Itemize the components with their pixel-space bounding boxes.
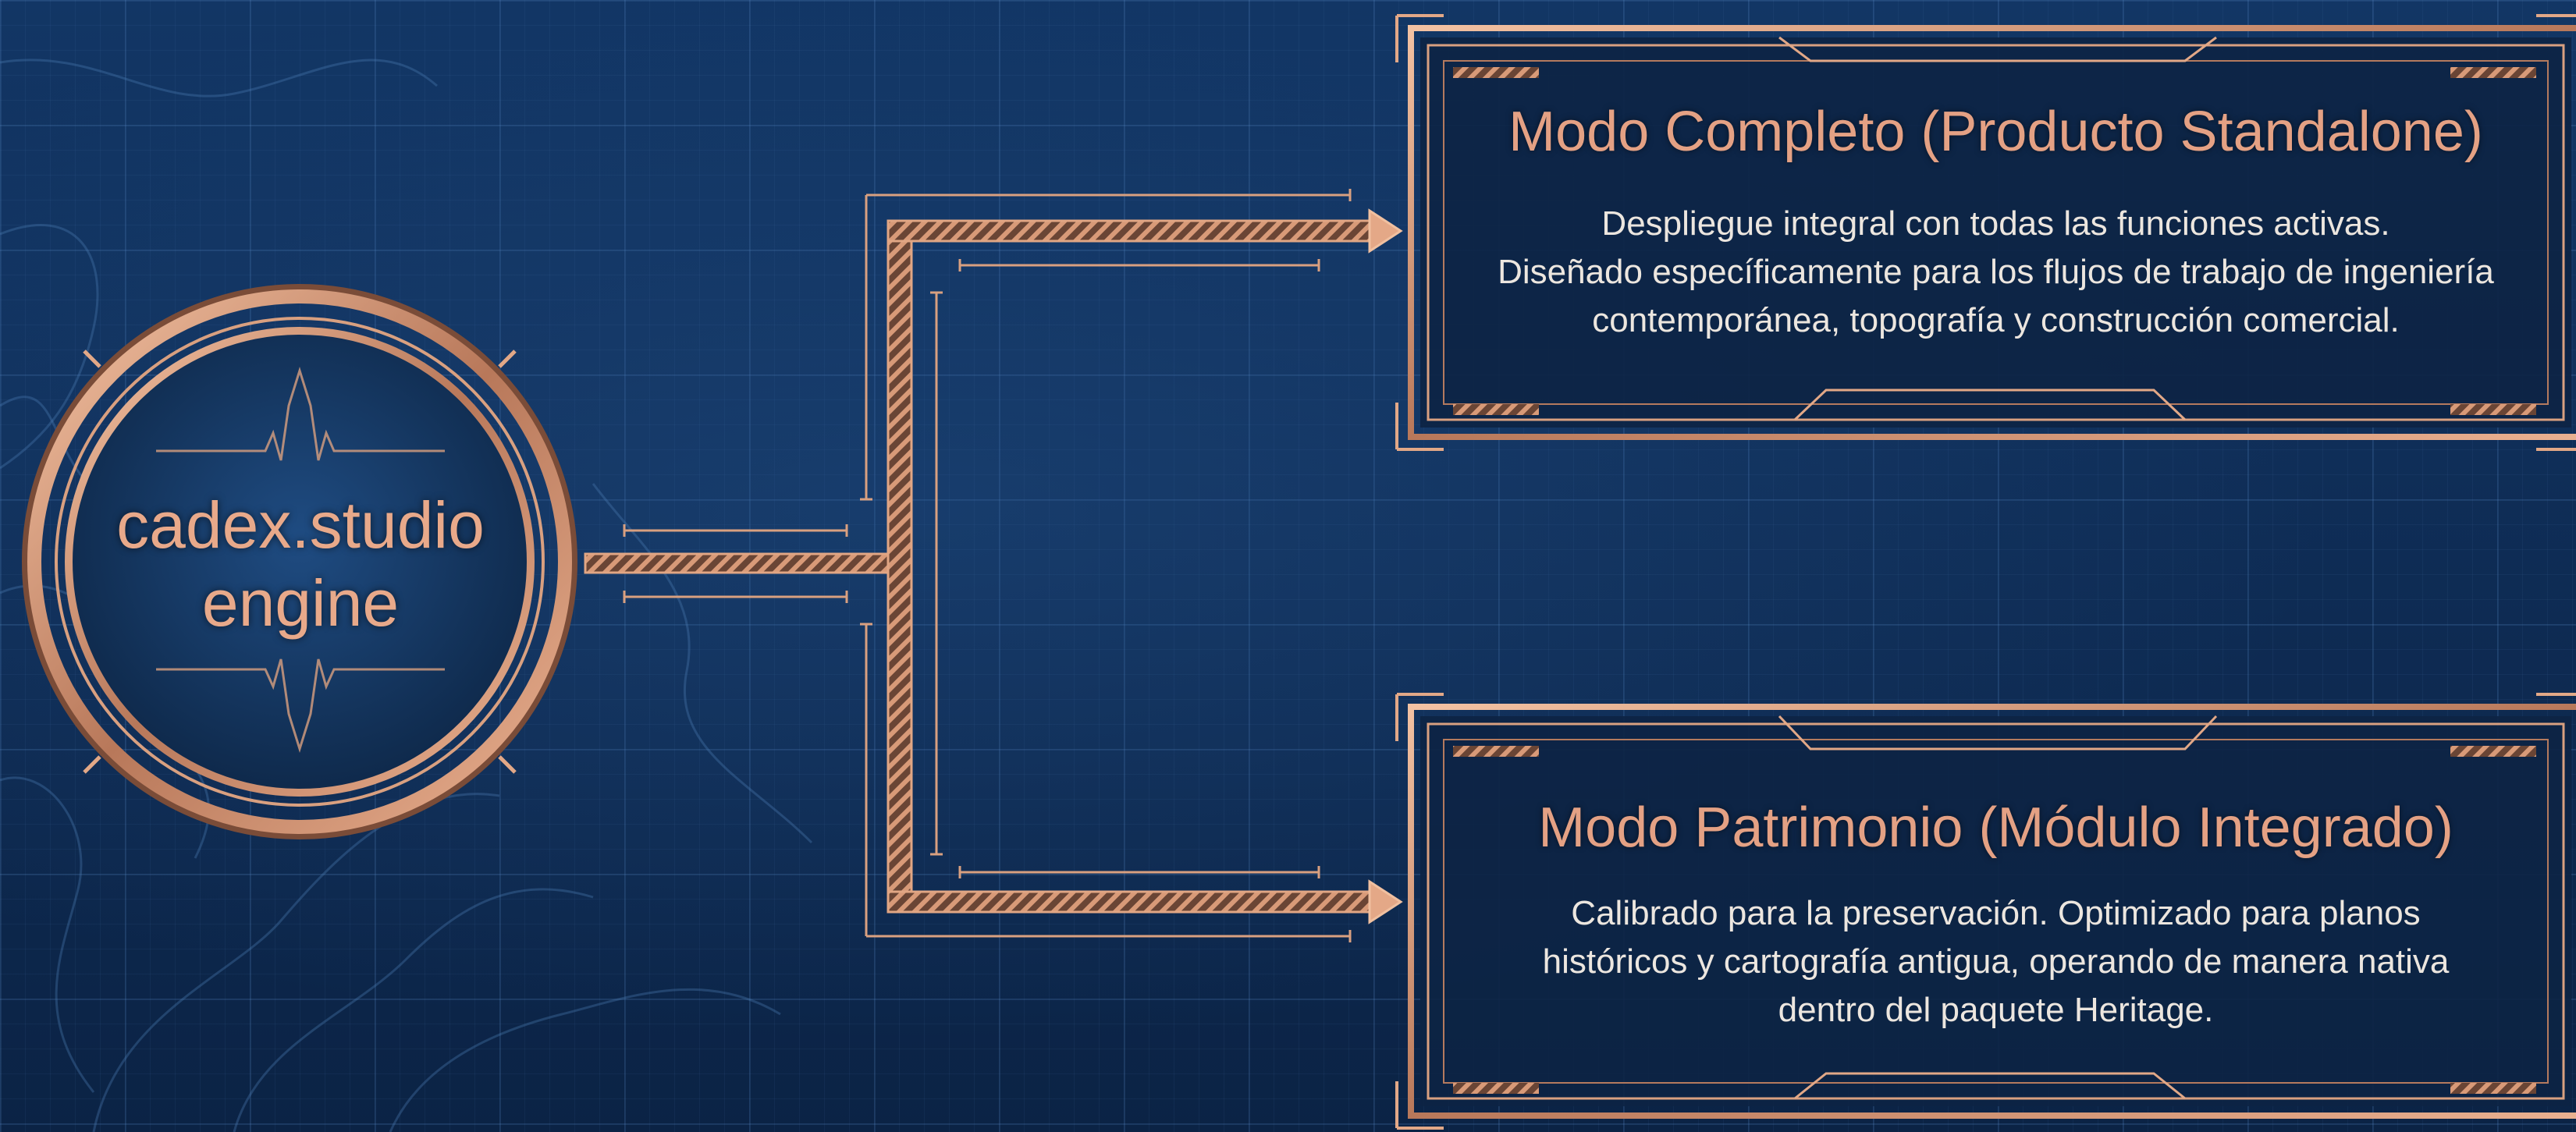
complete-mode-title: Modo Completo (Producto Standalone): [1508, 101, 2483, 163]
heritage-mode-title: Modo Patrimonio (Módulo Integrado): [1538, 797, 2453, 859]
waveform-top-icon: [156, 366, 445, 461]
engine-title-line-1: cadex.studio: [116, 488, 485, 562]
arrow-to-heritage-mode: [866, 866, 1403, 942]
heritage-mode-description-line: Calibrado para la preservación. Optimiza…: [1571, 894, 2421, 932]
engine-title-line-2: engine: [201, 566, 400, 640]
connector-trunk: [584, 524, 897, 603]
heritage-mode-description: Calibrado para la preservación. Optimiza…: [1428, 889, 2564, 1034]
arrow-to-complete-mode: [866, 189, 1403, 271]
complete-mode-description-line: contemporánea, topografía y construcción…: [1592, 301, 2400, 339]
complete-mode-description: Despliegue integral con todas las funcio…: [1428, 200, 2564, 345]
heritage-mode-description-line: dentro del paquete Heritage.: [1778, 991, 2214, 1029]
waveform-bottom-icon: [156, 658, 445, 754]
complete-mode-description-line: Diseñado específicamente para los flujos…: [1498, 253, 2494, 291]
heritage-mode-card-frame: [1395, 693, 2576, 1130]
complete-mode-card-frame: [1395, 14, 2576, 451]
connector-spine: [860, 195, 943, 936]
engine-emblem: [22, 284, 577, 839]
heritage-mode-description-line: históricos y cartografía antigua, operan…: [1542, 942, 2450, 981]
complete-mode-description-line: Despliegue integral con todas las funcio…: [1601, 204, 2390, 243]
